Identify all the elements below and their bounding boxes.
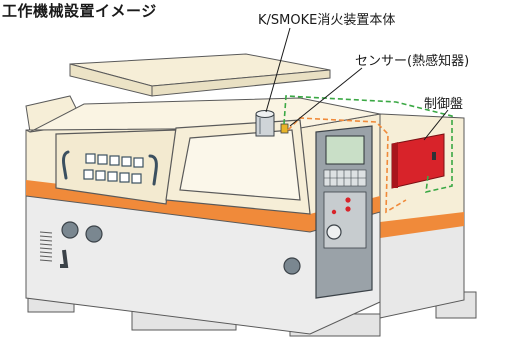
control-panel-latch xyxy=(432,152,436,160)
vent-grille xyxy=(39,231,53,262)
console-screen xyxy=(325,135,365,165)
extinguisher-top xyxy=(255,110,275,118)
door-handle-right xyxy=(148,154,158,186)
console-red-button-1 xyxy=(345,197,351,203)
console-dial xyxy=(326,224,342,240)
console-lower-panel xyxy=(323,191,367,249)
green-sensor-line xyxy=(283,95,453,194)
door-button-grid xyxy=(83,153,144,184)
machine-right-stripe xyxy=(380,212,464,238)
sensor-label: センサー(熱感知器) xyxy=(355,54,470,69)
machine-top-housing-side xyxy=(151,69,331,97)
knob-lower-right xyxy=(283,257,301,275)
leader-line-extinguisher xyxy=(265,27,291,113)
coolant-tap xyxy=(60,249,69,268)
control-panel-door-side xyxy=(392,142,398,188)
machine-window xyxy=(179,129,301,201)
knob-center xyxy=(85,225,103,243)
sensor-body xyxy=(280,123,289,134)
control-panel-label: 制御盤 xyxy=(424,97,464,112)
machine-front-lower xyxy=(25,195,381,335)
extinguisher-label: K/SMOKE消火装置本体 xyxy=(258,13,396,28)
diagram-title: 工作機械設置イメージ xyxy=(2,2,157,20)
door-handle-left xyxy=(62,150,70,180)
leader-line-panel xyxy=(423,109,449,141)
leader-line-sensor xyxy=(289,67,363,127)
console-red-button-2 xyxy=(345,206,351,212)
console-red-button-3 xyxy=(331,209,337,215)
machine-left-door xyxy=(55,129,177,205)
console-keypad xyxy=(323,169,367,187)
knob-left xyxy=(61,221,79,239)
